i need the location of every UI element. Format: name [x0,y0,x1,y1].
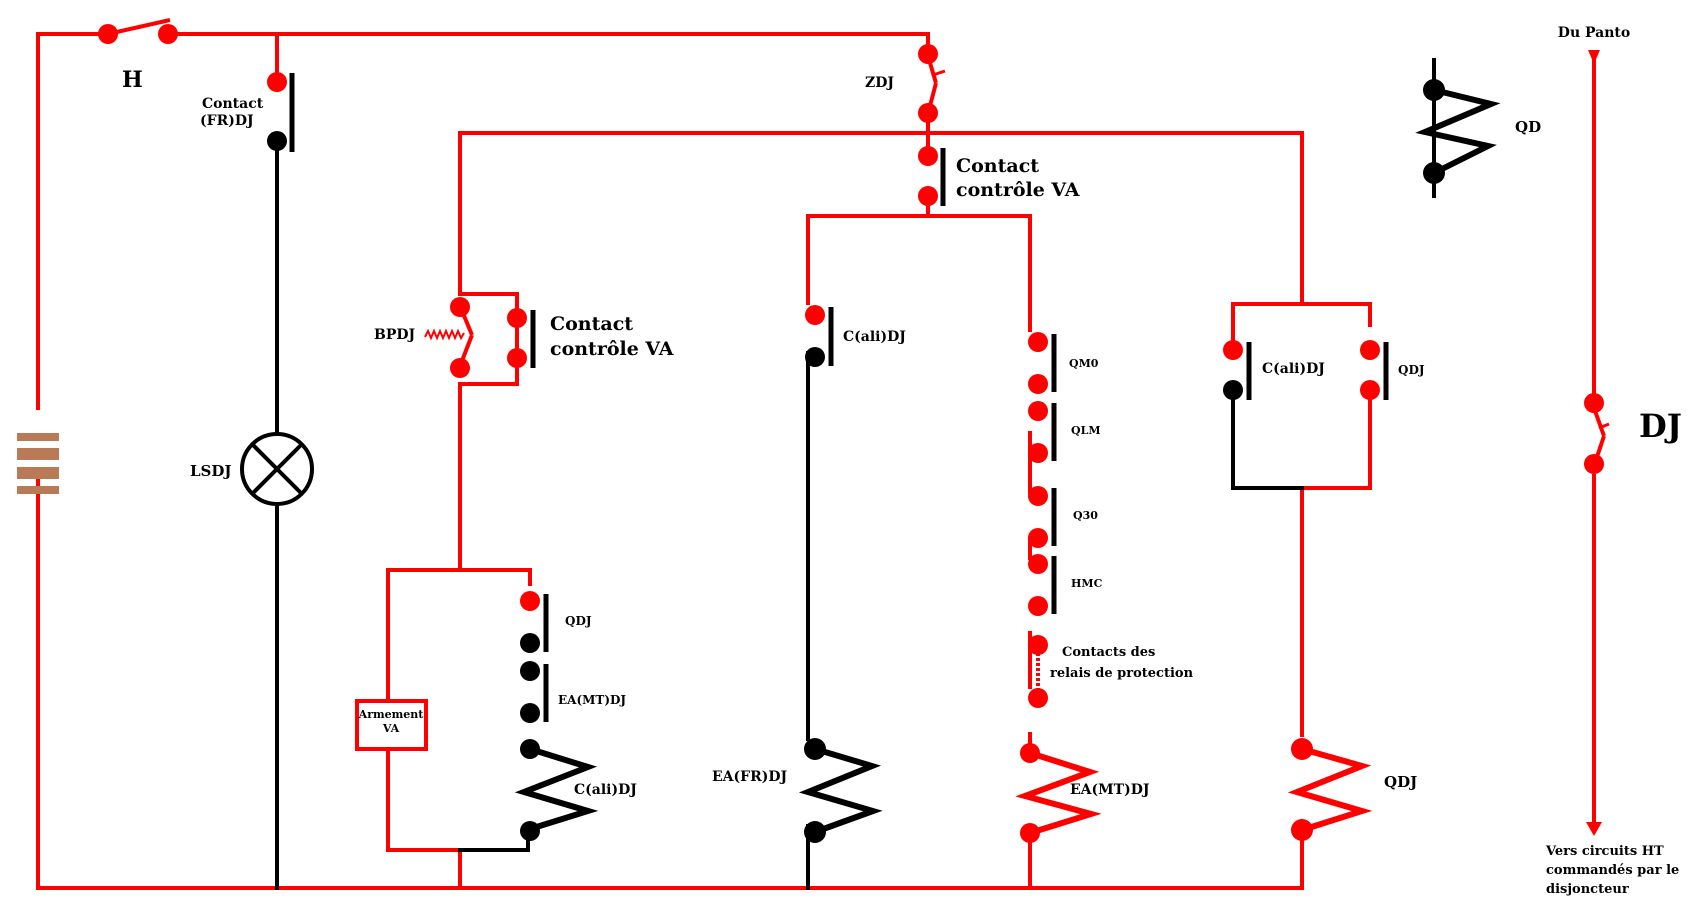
eamt-coil-icon [1015,743,1102,843]
qdj-coil-icon [1287,738,1373,841]
contact-fr-label-2: (FR)DJ [200,113,254,129]
protection-label-2: relais de protection [1050,666,1194,681]
vers-label-3: disjoncteur [1546,882,1629,897]
armement-label: Armement [358,708,425,721]
switch-zdj [918,44,946,123]
switch-h [98,18,178,44]
dj-label: DJ [1639,407,1682,445]
contact-cali-mid [805,305,834,367]
q30-label: Q30 [1073,509,1098,522]
hmc-label: HMC [1071,577,1103,590]
contact-qlm [1028,401,1057,463]
qd-coil-icon [1415,58,1501,198]
eamt-left-label: EA(MT)DJ [558,693,626,707]
contact-controle-va-top [918,146,946,206]
cva-left-label: Contact [550,313,633,335]
contact-hmc [1028,554,1057,616]
eafr-coil-icon [798,738,883,843]
neutral-wires [275,138,1304,890]
dj-hv-line [1584,50,1610,836]
cali-coil-icon [514,739,599,841]
contact-qdj-right [1360,340,1389,400]
protection-relay-contacts [1028,635,1048,708]
cva-top-label: Contact [956,155,1039,177]
du-panto-label: Du Panto [1558,25,1630,41]
lsdj-label: LSDJ [190,462,231,480]
bpdj-pushbutton [424,297,474,378]
contact-q30 [1028,486,1057,548]
qdj-left-label: QDJ [565,614,592,628]
live-wires [36,32,1372,890]
vers-label-2: commandés par le [1546,863,1679,878]
contact-qm0 [1028,332,1057,394]
eamt-coil-label: EA(MT)DJ [1070,782,1150,798]
cali-right-label: C(ali)DJ [1262,361,1325,377]
cali-mid-label: C(ali)DJ [843,329,906,345]
contact-fr-dj [267,72,295,152]
qdj-coil-label: QDJ [1384,773,1417,791]
zdj-label: ZDJ [865,75,894,91]
lamp-icon [240,432,314,506]
contact-controle-va-left [507,308,536,368]
qm0-label: QM0 [1069,357,1099,370]
h-label: H [122,67,143,93]
cva-top-label-2: contrôle VA [956,179,1080,201]
armement-va-box [355,699,428,751]
battery-icon [17,433,59,494]
qlm-label: QLM [1071,424,1101,437]
contact-eamt-left [520,661,549,723]
eafr-label: EA(FR)DJ [712,769,787,785]
contact-fr-label: Contact [202,96,264,112]
qdj-right-contact-label: QDJ [1398,363,1425,377]
cva-left-label-2: contrôle VA [550,338,674,360]
contact-qdj-left [520,591,549,653]
contact-cali-right [1223,340,1252,400]
cali-coil-label: C(ali)DJ [574,782,637,798]
vers-label: Vers circuits HT [1545,844,1664,859]
armement-label-2: VA [382,722,400,735]
protection-label: Contacts des [1062,645,1155,660]
qd-label: QD [1515,118,1541,136]
bpdj-label: BPDJ [374,327,416,343]
